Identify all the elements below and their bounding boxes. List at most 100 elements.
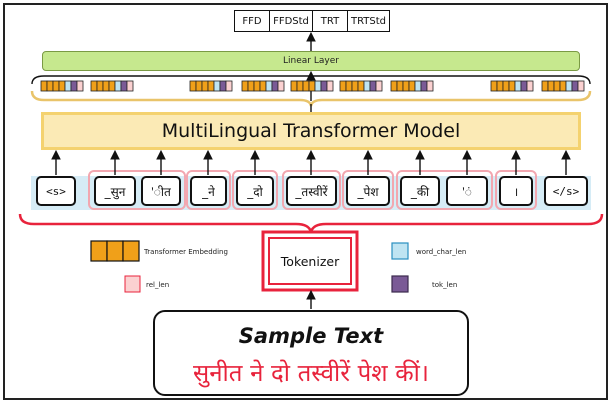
sample-text-hindi: सुनीत ने दो तस्वीरें पेश कीं। [193,359,429,387]
embedding-cell [320,80,328,92]
embedding-cell [277,80,285,92]
embedding-group-2 [90,80,134,92]
embedding-cell [314,80,322,92]
embedding-cell [76,80,84,92]
embedding-cell [326,80,334,92]
embedding-group-7 [390,80,434,92]
tokens-brace [18,213,604,233]
embedding-group-6 [339,80,383,92]
embedding-cell [408,80,416,92]
embedding-cell [490,80,498,92]
embedding-group-1 [40,80,84,92]
embedding-cell [189,80,197,92]
embedding-cell [120,80,128,92]
embedding-cell [559,80,567,92]
token-do: _दो [236,176,274,206]
embedding-cell [351,80,359,92]
embedding-cell [414,80,422,92]
embedding-cell [70,80,78,92]
token-ne: _ने [190,176,227,206]
sample-text-box: Sample Text सुनीत ने दो तस्वीरें पेश कीं… [153,310,469,396]
sample-text-title: Sample Text [238,324,384,348]
embedding-cell [102,80,110,92]
rel-len-box-1 [88,170,186,210]
embedding-cell [126,80,134,92]
embedding-cell [296,80,304,92]
embedding-cell [571,80,579,92]
embedding-cell [369,80,377,92]
legend-embedding-swatch [90,240,140,262]
token-sun: _सुन [94,176,136,206]
embedding-cell [213,80,221,92]
token-danda: । [499,176,533,206]
embedding-cell [541,80,549,92]
linear-layer: Linear Layer [42,51,580,71]
embedding-cell [195,80,203,92]
embedding-cell [520,80,528,92]
embedding-group-9 [541,80,585,92]
embedding-cell [420,80,428,92]
legend-word-char-len-swatch [391,242,409,260]
legend-label-tok-len: tok_len [432,281,458,289]
embedding-cell [357,80,365,92]
embedding-cell [201,80,209,92]
embedding-cell [290,80,298,92]
embedding-cell [241,80,249,92]
embedding-cell [225,80,233,92]
embedding-cell [302,80,310,92]
outer-frame [3,3,608,400]
embedding-cell [375,80,383,92]
embedding-cell [247,80,255,92]
embedding-group-3 [189,80,233,92]
embedding-cell [253,80,261,92]
embedding-cell [271,80,279,92]
embedding-cell [339,80,347,92]
embedding-cell [46,80,54,92]
embedding-brace-top [31,75,591,85]
embedding-cell [390,80,398,92]
embedding-cell [402,80,410,92]
embedding-group-5 [290,80,334,92]
token-pesh: _पेश [346,176,390,206]
legend-label-rel-len: rel_len [146,281,170,289]
transformer-model: MultiLingual Transformer Model [41,112,581,150]
embedding-cell [308,80,316,92]
token-kee: _की [400,176,440,206]
rel-len-box-6 [396,170,493,210]
token-anusvara: 'ं [446,176,488,206]
embedding-cell [219,80,227,92]
embedding-cell [207,80,215,92]
embedding-cell [508,80,516,92]
embedding-cell [259,80,267,92]
embedding-cell [526,80,534,92]
token-bos: <s> [36,176,76,206]
embedding-cell [265,80,273,92]
embedding-cell [40,80,48,92]
legend-rel-len-swatch [124,275,141,293]
token-eet: 'ीत [141,176,181,206]
embedding-cell [114,80,122,92]
embedding-cell [90,80,98,92]
embedding-cell [426,80,434,92]
embedding-cell [514,80,522,92]
embedding-cell [565,80,573,92]
embedding-cell [52,80,60,92]
embedding-cell [553,80,561,92]
embedding-group-4 [241,80,285,92]
embedding-cell [345,80,353,92]
token-tasveeren: _तस्वीरें [286,176,337,206]
embedding-groups [40,80,585,92]
tokenizer-label: Tokenizer [271,246,349,276]
embedding-cell [547,80,555,92]
output-ffd: FFD [234,10,270,32]
output-trtstd: TRTStd [347,10,390,32]
embedding-cell [96,80,104,92]
token-eos: </s> [544,176,588,206]
legend-label-transformer-embedding: Transformer Embedding [144,248,228,256]
embedding-cell [108,80,116,92]
embedding-group-8 [490,80,534,92]
token-arrows [51,149,571,175]
embedding-cell [363,80,371,92]
